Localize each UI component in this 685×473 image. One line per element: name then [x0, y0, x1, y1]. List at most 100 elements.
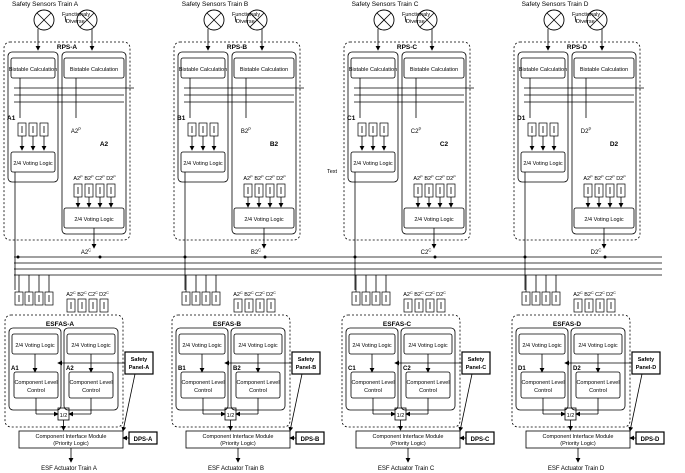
isolator-box: [24, 291, 34, 306]
isolator-box: [436, 298, 446, 313]
component-control-label: Control: [27, 388, 45, 394]
voting-input-label: D2P: [276, 175, 286, 182]
esfas-channel-label: A1: [11, 366, 19, 372]
esfas-channel-1-box: [175, 327, 229, 411]
bistable-box: [350, 57, 396, 79]
bistable-label: Bistable Calculation: [70, 67, 118, 73]
channel-1-box: [347, 51, 399, 183]
actuator-label: ESF Actuator Train C: [378, 466, 435, 472]
isolator-box: [14, 291, 24, 306]
esfas-channel-label: C1: [348, 366, 356, 372]
voting-input-label: C2P: [435, 175, 445, 182]
isolator-box: [191, 291, 201, 306]
safety-panel-label: Panel-C: [466, 365, 487, 371]
one-of-two-label: 1/2: [60, 413, 68, 419]
functionally-diverse-label: Functionaly: [62, 12, 90, 18]
rps-container-d: [513, 41, 641, 241]
isolator-box: [541, 291, 551, 306]
esfas-channel-label: D2: [573, 366, 581, 372]
isolator-box: [44, 291, 54, 306]
bistable-box: [180, 57, 226, 79]
channel-2-input-label: D2P: [581, 127, 592, 135]
actuator-label: ESF Actuator Train A: [41, 466, 97, 472]
dps-label: DPS-A: [134, 437, 153, 443]
isolator-box: [425, 298, 435, 313]
isolator-box: [201, 291, 211, 306]
panel-line: [458, 373, 473, 432]
esfas-input-label: C2C: [88, 291, 98, 298]
voting-logic-label: 2/4 Voting Logic: [182, 343, 221, 349]
rps-output-label: A2C: [81, 248, 91, 256]
cim-label: Component Interface Module: [543, 434, 614, 440]
voting-logic-label: 2/4 Voting Logic: [15, 343, 54, 349]
isolator-box: [99, 298, 109, 313]
bistable-label: Bistable Calculation: [580, 67, 628, 73]
rps-label-c: RPS-C: [397, 44, 418, 51]
component-control-label: Control: [534, 388, 552, 394]
rps-label-b: RPS-B: [227, 44, 248, 51]
esfas-input-label: C2C: [595, 291, 605, 298]
bistable-box: [233, 57, 295, 79]
isolator-box: [181, 291, 191, 306]
bistable-label: Bistable Calculation: [519, 67, 567, 73]
isolator-box: [34, 291, 44, 306]
channel-label-2: B2: [270, 141, 279, 148]
safety-panel-label: Safety: [468, 357, 485, 363]
bus-node-dot: [98, 255, 102, 259]
bus-node-dot: [353, 255, 357, 259]
rps-output-label: D2C: [591, 248, 602, 256]
channel-2-input-label: A2P: [71, 127, 81, 135]
sensor-icon-cross: [79, 12, 95, 28]
isolator-box: [351, 291, 361, 306]
voting-logic-label: 2/4 Voting Logic: [74, 217, 113, 223]
channel-label-1: B1: [177, 115, 186, 122]
rps-label-d: RPS-D: [567, 44, 588, 51]
channel-1-box: [7, 51, 59, 183]
component-control-label: Component Level: [576, 380, 619, 386]
voting-logic-label: 2/4 Voting Logic: [183, 161, 222, 167]
esfas-input-label: A2C: [66, 291, 76, 298]
diverse-arrow: [404, 15, 407, 23]
channel-2-box: [571, 51, 637, 235]
component-control-label: Control: [419, 388, 437, 394]
panel-line: [628, 373, 643, 432]
voting-logic-label: 2/4 Voting Logic: [71, 343, 110, 349]
voting-input-label: A2P: [583, 175, 593, 182]
voting-logic-label: 2/4 Voting Logic: [578, 343, 617, 349]
safety-panel-label: Panel-D: [636, 365, 657, 371]
sensor-icon-cross: [419, 12, 435, 28]
channel-label-2: A2: [100, 141, 109, 148]
esfas-channel-1-box: [515, 327, 569, 411]
channel-2-input-label: B2P: [241, 127, 251, 135]
voting-logic-label: 2/4 Voting Logic: [238, 343, 277, 349]
bistable-box: [520, 57, 566, 79]
voting-logic-label: 2/4 Voting Logic: [523, 161, 562, 167]
safety-panel-label: Panel-B: [296, 365, 317, 371]
isolator-box: [361, 291, 371, 306]
voting-logic-label: 2/4 Voting Logic: [414, 217, 453, 223]
voting-input-label: A2P: [243, 175, 253, 182]
esfas-channel-1-box: [345, 327, 399, 411]
isolator-box: [266, 298, 276, 313]
voting-input-label: C2P: [265, 175, 275, 182]
channel-2-box: [231, 51, 297, 235]
esfas-input-label: A2C: [403, 291, 413, 298]
esfas-input-label: B2C: [77, 291, 87, 298]
voting-input-label: D2P: [446, 175, 456, 182]
rps-container-a: [3, 41, 131, 241]
sensor-title-a: Safety Sensors Train A: [12, 1, 79, 8]
sensor-icon-cross: [36, 12, 52, 28]
functionally-diverse-label: Diverse: [66, 19, 85, 25]
voting-input-label: C2P: [95, 175, 105, 182]
bistable-label: Bistable Calculation: [179, 67, 227, 73]
isolator-box: [77, 298, 87, 313]
bistable-box: [10, 57, 56, 79]
rps-label-a: RPS-A: [57, 44, 78, 51]
sensor-icon-cross: [249, 12, 265, 28]
component-control-label: Component Level: [236, 380, 279, 386]
component-control-label: Component Level: [69, 380, 112, 386]
bus-node-dot: [263, 255, 267, 259]
component-control-label: Component Level: [14, 380, 57, 386]
diverse-arrow: [64, 15, 67, 23]
esfas-channel-label: A2: [66, 366, 74, 372]
